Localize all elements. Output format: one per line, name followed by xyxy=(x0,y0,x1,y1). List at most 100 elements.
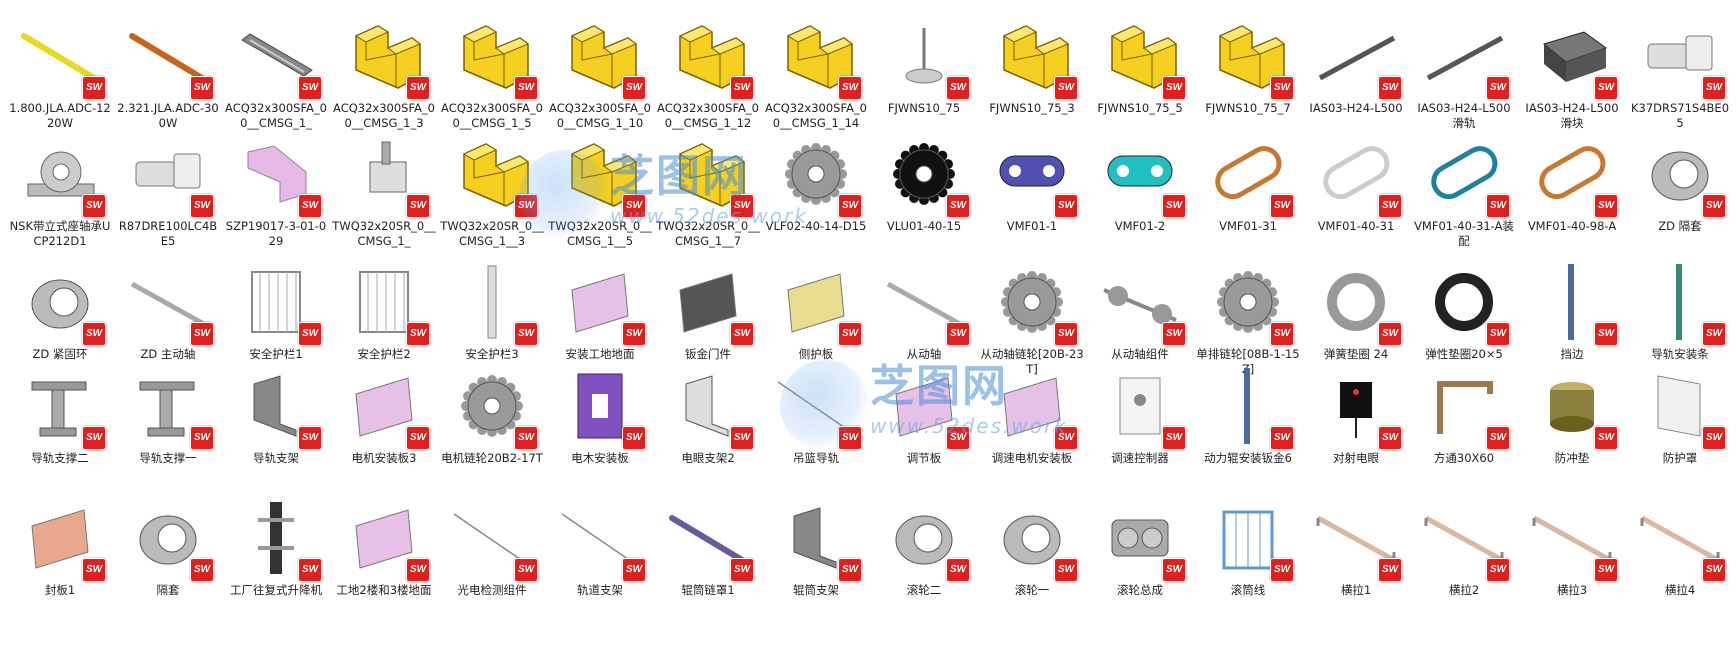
file-thumbnail[interactable]: SW xyxy=(774,260,862,346)
file-thumbnail[interactable]: SW xyxy=(882,132,970,218)
file-thumbnail[interactable]: SW xyxy=(666,132,754,218)
file-thumbnail[interactable]: SW xyxy=(558,260,646,346)
file-thumbnail[interactable]: SW xyxy=(558,14,646,100)
file-thumbnail[interactable]: SW xyxy=(18,260,106,346)
file-thumbnail[interactable]: SW xyxy=(450,496,538,582)
file-thumbnail[interactable]: SW xyxy=(18,364,106,450)
file-thumbnail[interactable]: SW xyxy=(1206,260,1294,346)
file-thumbnail[interactable]: SW xyxy=(18,14,106,100)
file-thumbnail[interactable]: SW xyxy=(1206,364,1294,450)
file-thumbnail[interactable]: SW xyxy=(1098,260,1186,346)
file-thumbnail[interactable]: SW xyxy=(450,14,538,100)
file-thumbnail[interactable]: SW xyxy=(1314,14,1402,100)
file-thumbnail[interactable]: SW xyxy=(342,14,430,100)
file-thumbnail[interactable]: SW xyxy=(1530,14,1618,100)
file-thumbnail[interactable]: SW xyxy=(1314,496,1402,582)
file-thumbnail[interactable]: SW xyxy=(1098,132,1186,218)
file-thumbnail[interactable]: SW xyxy=(558,496,646,582)
file-thumbnail[interactable]: SW xyxy=(450,132,538,218)
file-thumbnail[interactable]: SW xyxy=(1206,496,1294,582)
file-thumbnail[interactable]: SW xyxy=(1530,496,1618,582)
file-thumbnail[interactable]: SW xyxy=(126,496,214,582)
file-thumbnail[interactable]: SW xyxy=(774,14,862,100)
file-thumbnail[interactable]: SW xyxy=(990,132,1078,218)
file-thumbnail[interactable]: SW xyxy=(1098,14,1186,100)
file-thumbnail[interactable]: SW xyxy=(1638,132,1726,218)
file-thumbnail[interactable]: SW xyxy=(882,260,970,346)
file-thumbnail[interactable]: SW xyxy=(126,132,214,218)
file-thumbnail[interactable]: SW xyxy=(1098,496,1186,582)
file-thumbnail[interactable]: SW xyxy=(990,260,1078,346)
file-thumbnail[interactable]: SW xyxy=(882,496,970,582)
file-thumbnail[interactable]: SW xyxy=(558,364,646,450)
file-thumbnail[interactable]: SW xyxy=(990,496,1078,582)
file-thumbnail[interactable]: SW xyxy=(1530,132,1618,218)
file-thumbnail[interactable]: SW xyxy=(126,260,214,346)
file-thumbnail[interactable]: SW xyxy=(990,14,1078,100)
file-thumbnail[interactable]: SW xyxy=(1422,364,1510,450)
file-thumbnail[interactable]: SW xyxy=(990,364,1078,450)
file-thumbnail[interactable]: SW xyxy=(774,364,862,450)
file-thumbnail[interactable]: SW xyxy=(558,132,646,218)
file-thumbnail[interactable]: SW xyxy=(1206,132,1294,218)
file-thumbnail[interactable]: SW xyxy=(1098,364,1186,450)
file-thumbnail[interactable]: SW xyxy=(1530,364,1618,450)
file-thumbnail[interactable]: SW xyxy=(1530,260,1618,346)
file-thumbnail[interactable]: SW xyxy=(1638,260,1726,346)
